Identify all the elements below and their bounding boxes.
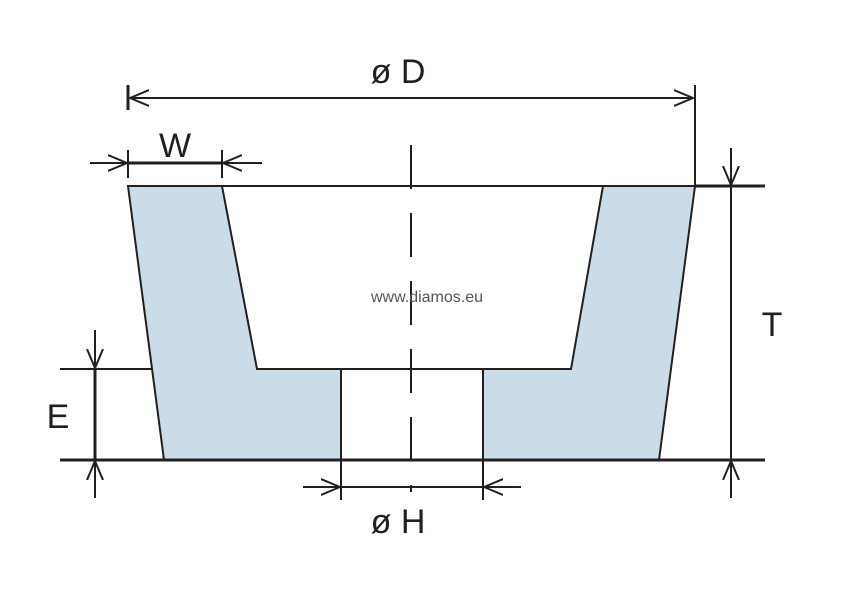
dimension-w: [90, 150, 262, 178]
label-d: ø D: [371, 53, 426, 91]
dimension-d: [126, 85, 696, 186]
label-h: ø H: [371, 503, 426, 541]
label-t: T: [762, 306, 783, 344]
label-w: W: [159, 127, 191, 165]
wheel-right-section: [482, 185, 697, 461]
label-e: E: [47, 398, 70, 436]
dimension-h: [303, 460, 521, 500]
watermark: www.diamos.eu: [370, 289, 483, 306]
wheel-left-section: [126, 185, 342, 461]
